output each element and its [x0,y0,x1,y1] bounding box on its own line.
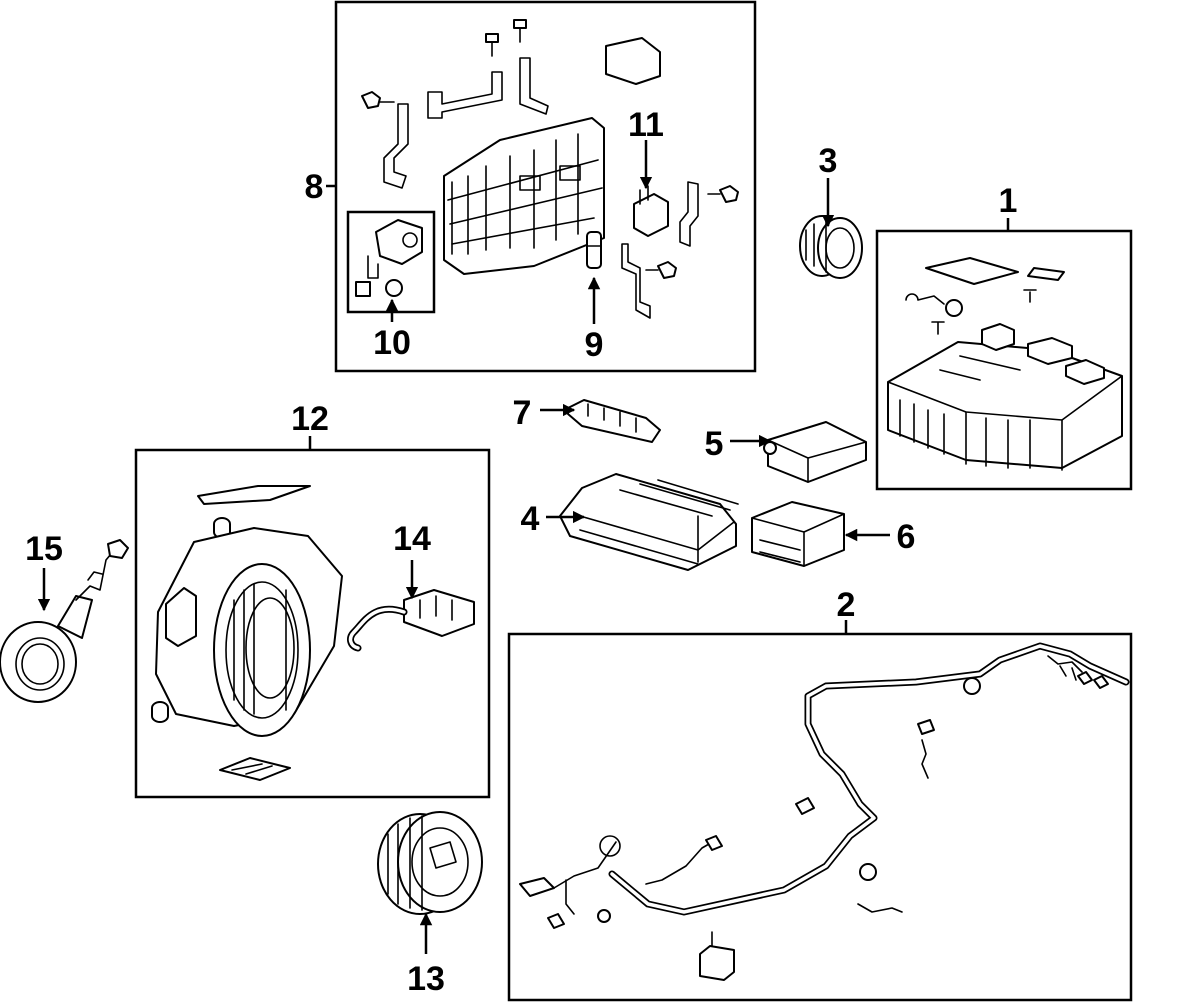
callout-3: 3 [819,142,838,180]
rotor-part-13 [377,811,483,915]
module-part-5 [763,421,867,483]
callout-2: 2 [837,586,856,624]
sensor-part-14 [347,589,475,652]
callout-7: 7 [513,394,532,432]
relay-part-11 [633,185,669,237]
callout-14: 14 [393,520,431,558]
group-box-8 [326,0,757,373]
group-box-12 [134,436,491,799]
callout-15: 15 [25,530,63,568]
leader-arrows [37,140,890,954]
callout-5: 5 [705,425,724,463]
bolt-parts-top [361,19,739,279]
callout-labels: 1 2 3 4 5 6 7 8 9 10 11 12 13 14 15 [25,106,1017,998]
fuse-part-9 [586,231,602,269]
ring-connector-3 [799,215,863,279]
callout-10: 10 [373,324,411,362]
callout-8: 8 [305,168,324,206]
bracket-part-7 [567,399,661,443]
busbar-parts [383,37,699,319]
callout-6: 6 [897,518,916,556]
module-part-6 [751,501,845,567]
control-board [443,117,605,275]
group-box-2 [507,620,1133,1002]
group-box-1 [875,218,1133,491]
callout-13: 13 [407,960,445,998]
callout-4: 4 [521,500,540,538]
group-box-10 [346,210,436,314]
callout-9: 9 [585,326,604,364]
sensor-part-15 [0,539,129,703]
callout-1: 1 [999,182,1018,220]
callout-11: 11 [628,106,664,144]
module-part-4 [559,473,739,571]
callout-12: 12 [291,400,329,438]
